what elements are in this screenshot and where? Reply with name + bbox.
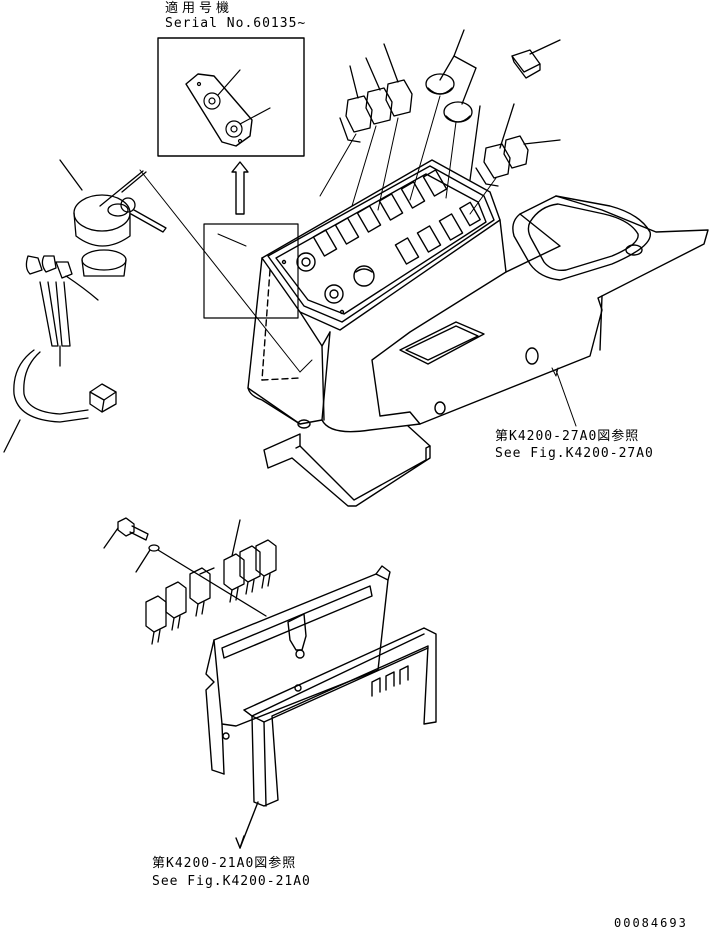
serial-note-jp: 適用号機 [165,1,234,16]
reference-b-jp: 第K4200-21A0図参照 [152,856,297,871]
wiring-harness [3,255,117,453]
relay-row [145,519,277,645]
reference-a-en: See Fig.K4200-27A0 [495,446,654,461]
serial-note-en: Serial No.60135~ [165,16,307,31]
cap-part [511,39,561,79]
rocker-switch-group-top [339,43,413,143]
rocker-switch-group-right [469,103,561,187]
cover-plate [235,627,437,849]
reference-b-en: See Fig.K4200-21A0 [152,874,311,889]
detail-arrow [231,161,249,215]
mounting-bracket [205,565,391,775]
bolt-and-washer [103,517,267,617]
detail-inset-box [157,37,305,157]
round-knobs [425,29,477,123]
reference-a-jp: 第K4200-27A0図参照 [495,429,640,444]
leader-to-ref-a [551,367,577,427]
key-switch-assembly [59,159,167,277]
detail-source-frame [203,223,299,319]
drawing-number: 00084693 [614,916,688,930]
leader-inset-diagonal [139,169,313,373]
dashboard-console [247,159,709,507]
